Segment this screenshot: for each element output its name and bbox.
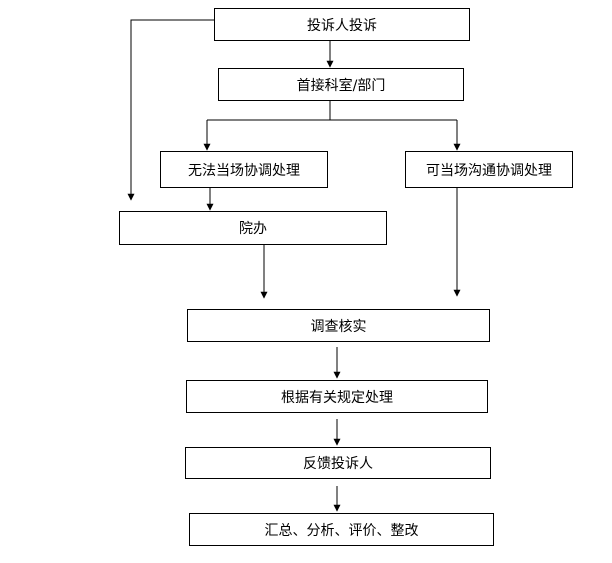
node-summary-label: 汇总、分析、评价、整改 (264, 522, 419, 539)
node-hospital-office-label: 院办 (239, 221, 267, 237)
node-can-coordinate-onsite-label: 可当场沟通协调处理 (426, 162, 552, 179)
node-handle-per-rules: 根据有关规定处理 (186, 380, 488, 413)
node-feedback-to-complainant: 反馈投诉人 (185, 447, 491, 479)
node-first-department-label: 首接科室/部门 (296, 77, 386, 94)
node-complainant-label: 投诉人投诉 (307, 17, 377, 34)
node-complainant: 投诉人投诉 (214, 8, 470, 41)
node-investigate-verify-label: 调查核实 (310, 318, 367, 335)
node-handle-per-rules-label: 根据有关规定处理 (281, 389, 393, 406)
node-cannot-coordinate-onsite-label: 无法当场协调处理 (188, 162, 300, 179)
edge-complainant-to-hospital-office (127, 19, 214, 201)
node-cannot-coordinate-onsite: 无法当场协调处理 (160, 151, 328, 188)
node-investigate-verify: 调查核实 (187, 309, 490, 342)
node-summary-analysis-evaluation-rectification: 汇总、分析、评价、整改 (189, 513, 494, 546)
node-first-department: 首接科室/部门 (218, 68, 464, 101)
node-can-coordinate-onsite: 可当场沟通协调处理 (405, 151, 573, 188)
node-hospital-office: 院办 (119, 211, 387, 245)
node-feedback-to-complainant-label: 反馈投诉人 (303, 456, 373, 472)
